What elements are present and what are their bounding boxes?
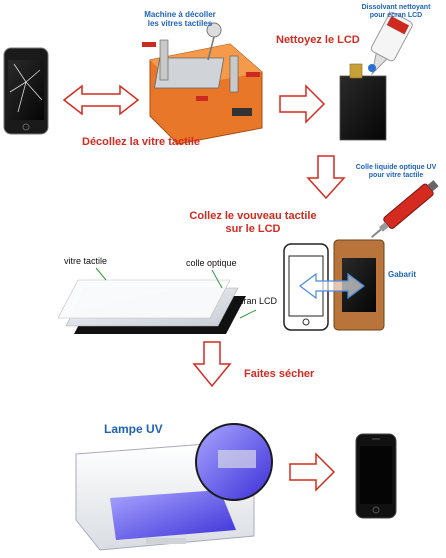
machine-label: Machine à décoller les vitres tactiles — [144, 10, 216, 28]
peel-glass-label: Décollez la vitre tactile — [82, 136, 200, 148]
lcd-screen-label: écran LCD — [234, 296, 278, 306]
phone-jig-illustration — [283, 239, 385, 331]
arrow-down-dry — [192, 341, 232, 388]
clean-lcd-label: Nettoyez le LCD — [276, 34, 360, 46]
separator-machine-illustration — [142, 22, 263, 145]
double-arrow-peel — [62, 84, 140, 116]
uv-glue-label: Colle liquide optique UV pour vitre tact… — [355, 164, 437, 179]
uv-glue-syringe-illustration — [371, 180, 439, 238]
arrow-down-glue — [306, 155, 346, 200]
touch-glass-label: vitre tactile — [64, 256, 108, 266]
uv-magnifier-illustration — [195, 423, 273, 501]
solvent-label: Dissolvant nettoyant pour écran LCD — [361, 4, 431, 19]
arrow-right-final — [289, 452, 336, 492]
glue-touch-label: Collez le vouveau tactile sur le LCD — [189, 210, 317, 235]
uv-lamp-label: Lampe UV — [104, 422, 163, 436]
repaired-phone-illustration — [355, 433, 397, 519]
jig-label: Gabarit — [388, 270, 417, 279]
cracked-phone-illustration — [3, 47, 49, 135]
layer-stack-illustration — [57, 267, 257, 334]
optical-glue-label: colle optique — [186, 258, 237, 268]
lcd-panel-illustration — [339, 63, 387, 141]
arrow-right-clean — [279, 84, 326, 124]
dry-label: Faites sécher — [244, 368, 315, 380]
